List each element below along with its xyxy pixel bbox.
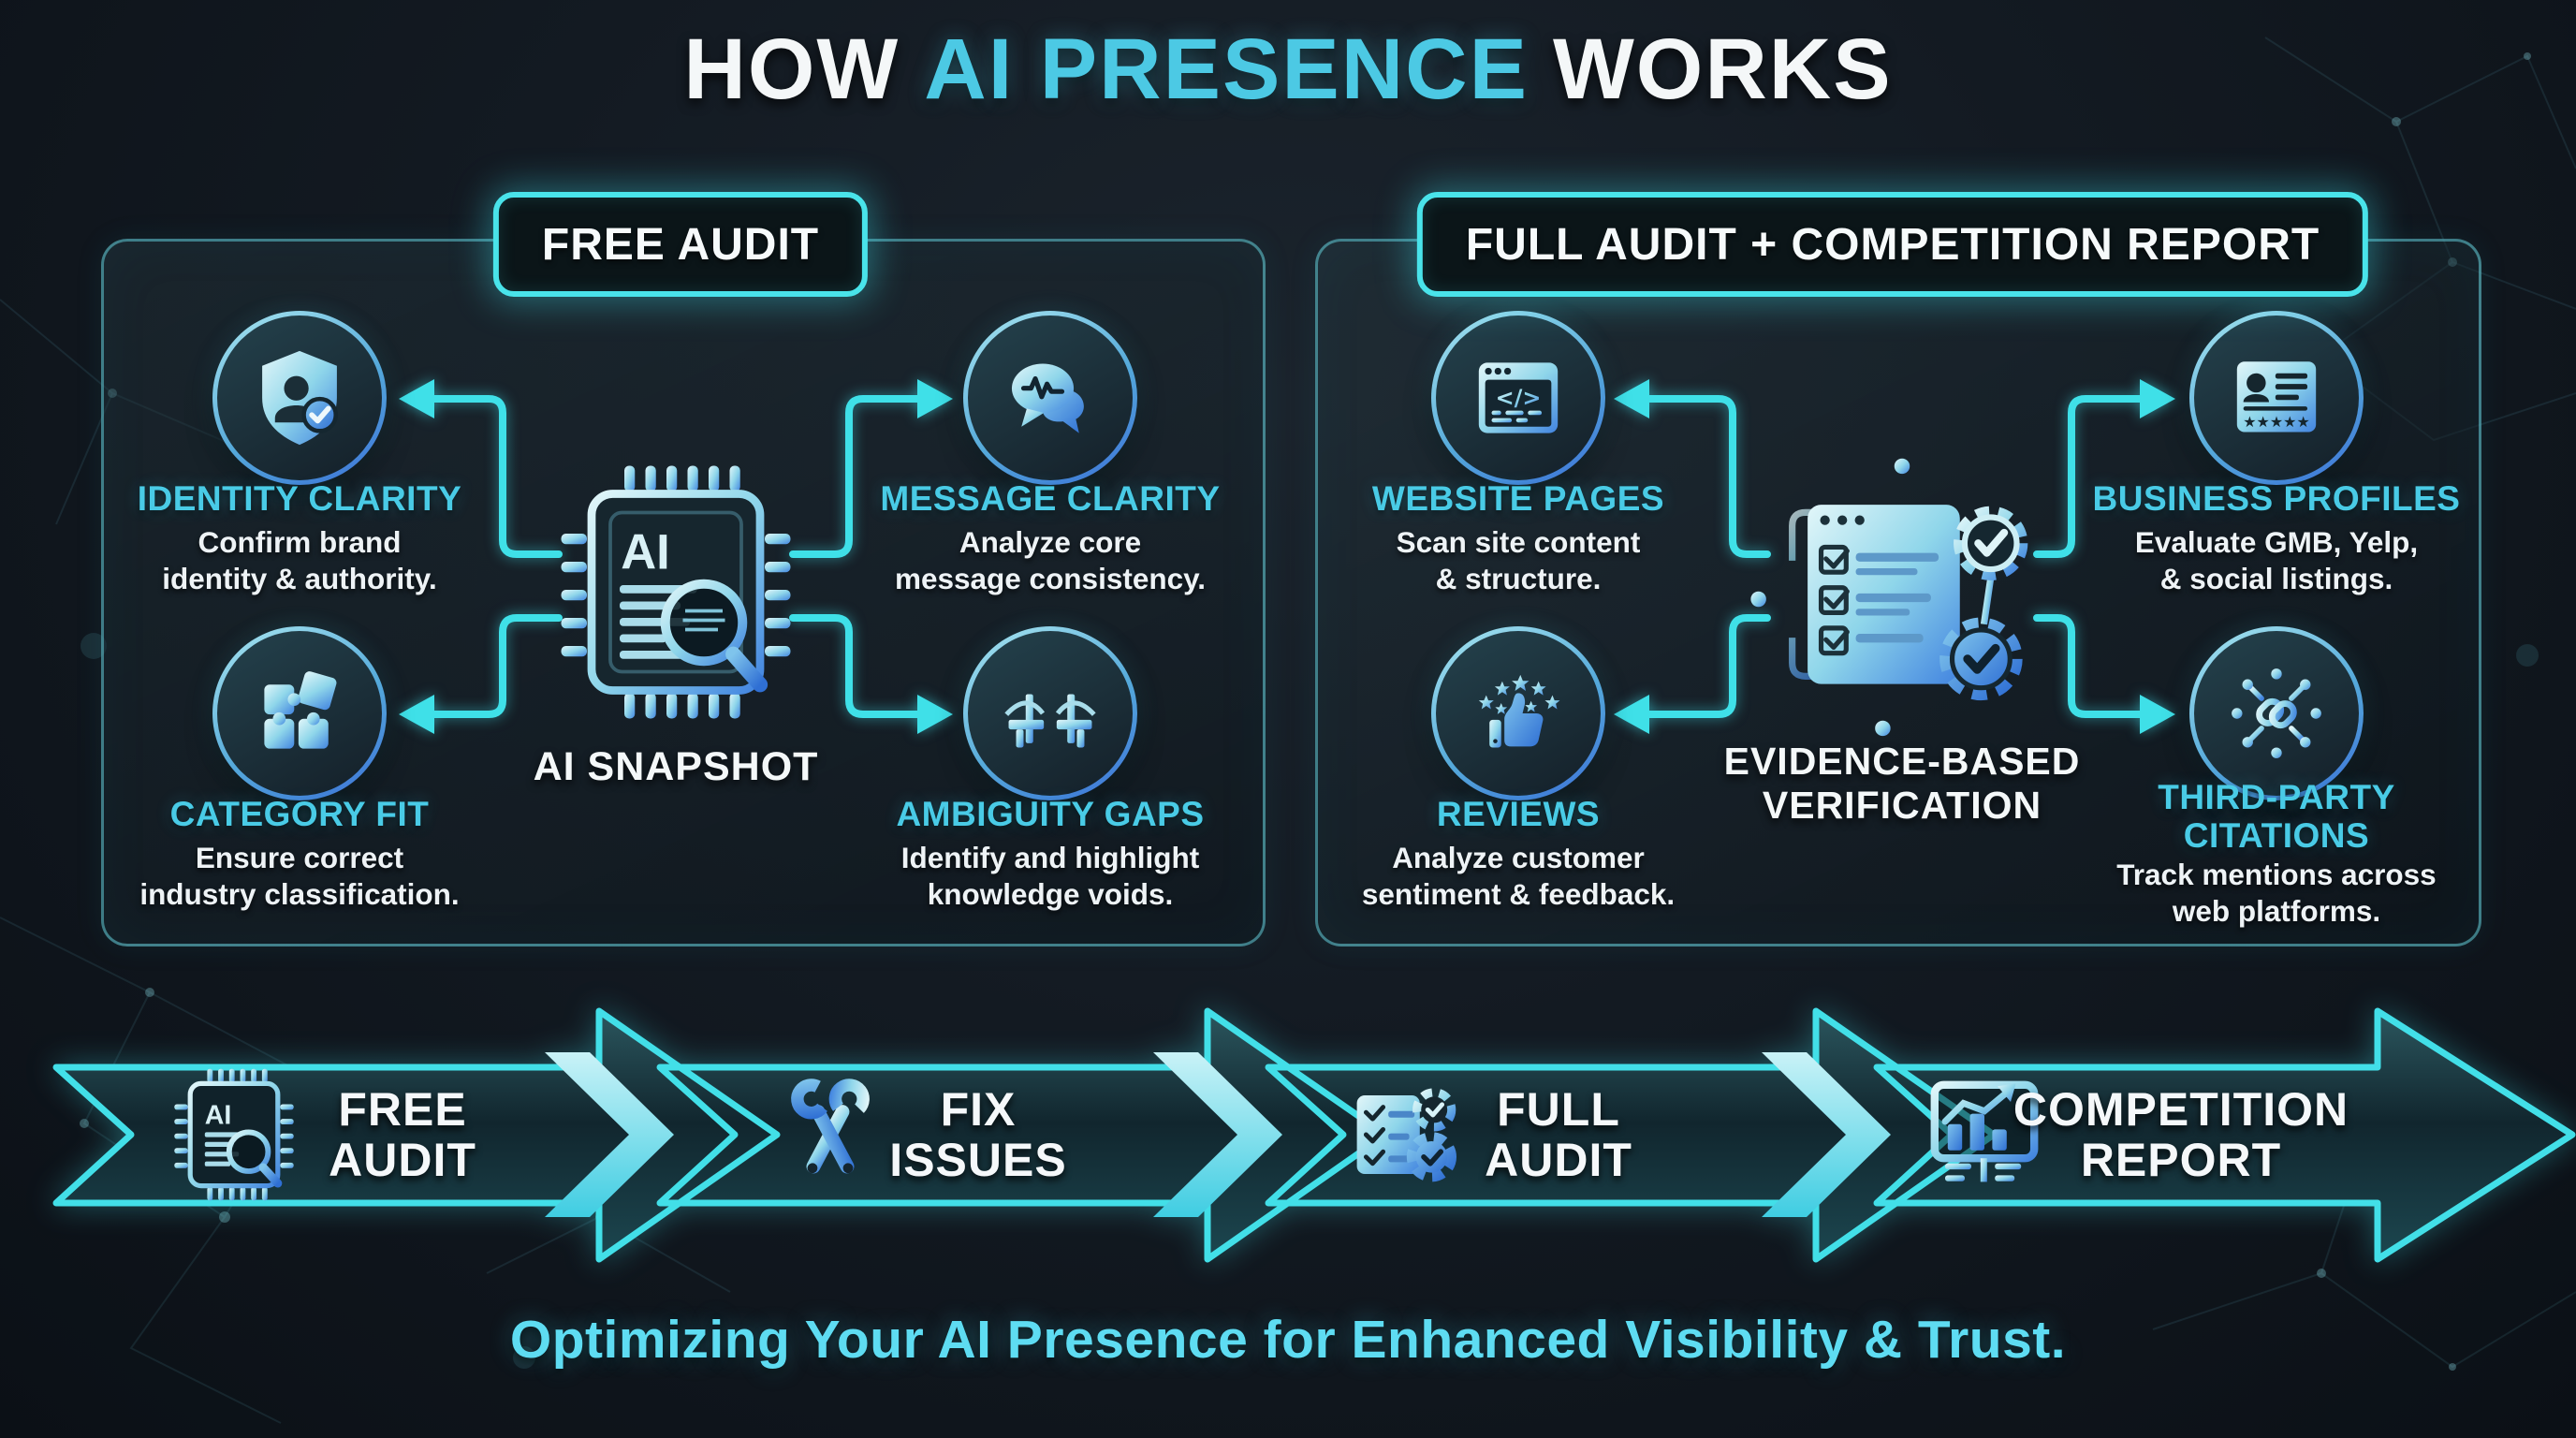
third-party-citations-node xyxy=(2189,626,2364,800)
website-pages-node: </> xyxy=(1431,311,1605,485)
checklist-gear-icon xyxy=(1356,1088,1456,1182)
chat-waveform-icon xyxy=(1011,363,1084,433)
flow-step-free-audit-label: FREE AUDIT xyxy=(329,1083,476,1186)
link-network-icon xyxy=(2232,668,2321,758)
item-desc-identity-clarity: Confirm brand identity & authority. xyxy=(162,525,437,596)
reviews-node xyxy=(1431,626,1605,800)
evidence-based-verification-label: EVIDENCE-BASED VERIFICATION xyxy=(1723,740,2081,828)
item-title-message-clarity: MESSAGE CLARITY xyxy=(880,479,1221,518)
svg-text:</>: </> xyxy=(1496,385,1542,411)
checklist-gears-icon xyxy=(1750,458,2028,737)
profile-card-stars-icon: ★★★★★ xyxy=(2236,361,2317,433)
ai-snapshot-label: AI SNAPSHOT xyxy=(533,744,819,789)
crossed-wrenches-icon xyxy=(791,1078,870,1174)
puzzle-pieces-icon xyxy=(264,671,337,749)
business-profiles-node: ★★★★★ xyxy=(2189,311,2364,485)
title-highlight: AI PRESENCE xyxy=(924,22,1529,117)
item-title-category-fit: CATEGORY FIT xyxy=(169,795,430,833)
ai-chip-icon: AI xyxy=(174,1068,294,1201)
item-title-third-party-citations: THIRD-PARTY CITATIONS xyxy=(2158,778,2395,855)
full-audit-header-badge: FULL AUDIT + COMPETITION REPORT xyxy=(1416,192,2369,297)
item-desc-message-clarity: Analyze core message consistency. xyxy=(894,525,1207,596)
item-title-ambiguity-gaps: AMBIGUITY GAPS xyxy=(896,795,1205,833)
svg-text:★★★★★: ★★★★★ xyxy=(2243,413,2310,431)
message-clarity-node xyxy=(963,311,1137,485)
category-fit-node xyxy=(212,626,387,800)
svg-text:AI: AI xyxy=(621,525,670,580)
flow-step-fix-issues-label: FIX ISSUES xyxy=(889,1083,1067,1186)
item-title-identity-clarity: IDENTITY CLARITY xyxy=(137,479,462,518)
page-title: HOW AI PRESENCE WORKS xyxy=(0,21,2576,119)
item-title-business-profiles: BUSINESS PROFILES xyxy=(2092,479,2461,518)
title-part2: WORKS xyxy=(1552,22,1893,117)
item-desc-website-pages: Scan site content & structure. xyxy=(1396,525,1641,596)
thumbs-up-stars-icon xyxy=(1478,674,1560,748)
free-audit-header-badge: FREE AUDIT xyxy=(492,192,869,297)
identity-clarity-node xyxy=(212,311,387,485)
svg-text:AI: AI xyxy=(205,1100,232,1130)
item-desc-ambiguity-gaps: Identify and highlight knowledge voids. xyxy=(900,841,1200,912)
item-desc-category-fit: Ensure correct industry classification. xyxy=(139,841,460,912)
flow-step-full-audit-label: FULL AUDIT xyxy=(1485,1083,1632,1186)
ambiguity-gaps-node xyxy=(963,626,1137,800)
footer-tagline: Optimizing Your AI Presence for Enhanced… xyxy=(509,1310,2067,1370)
broken-bridge-icon xyxy=(1004,694,1096,748)
item-desc-reviews: Analyze customer sentiment & feedback. xyxy=(1361,841,1676,912)
browser-code-icon: </> xyxy=(1478,362,1559,433)
ai-chip-magnifier-icon: AI xyxy=(561,465,791,719)
item-desc-third-party-citations: Track mentions across web platforms. xyxy=(2116,858,2437,929)
item-title-reviews: REVIEWS xyxy=(1436,795,1601,833)
flow-step-competition-report-label: COMPETITION REPORT xyxy=(2012,1083,2349,1186)
item-title-website-pages: WEBSITE PAGES xyxy=(1371,479,1665,518)
title-part1: HOW xyxy=(683,22,900,117)
shield-user-check-icon xyxy=(262,350,339,446)
item-desc-business-profiles: Evaluate GMB, Yelp, & social listings. xyxy=(2134,525,2419,596)
